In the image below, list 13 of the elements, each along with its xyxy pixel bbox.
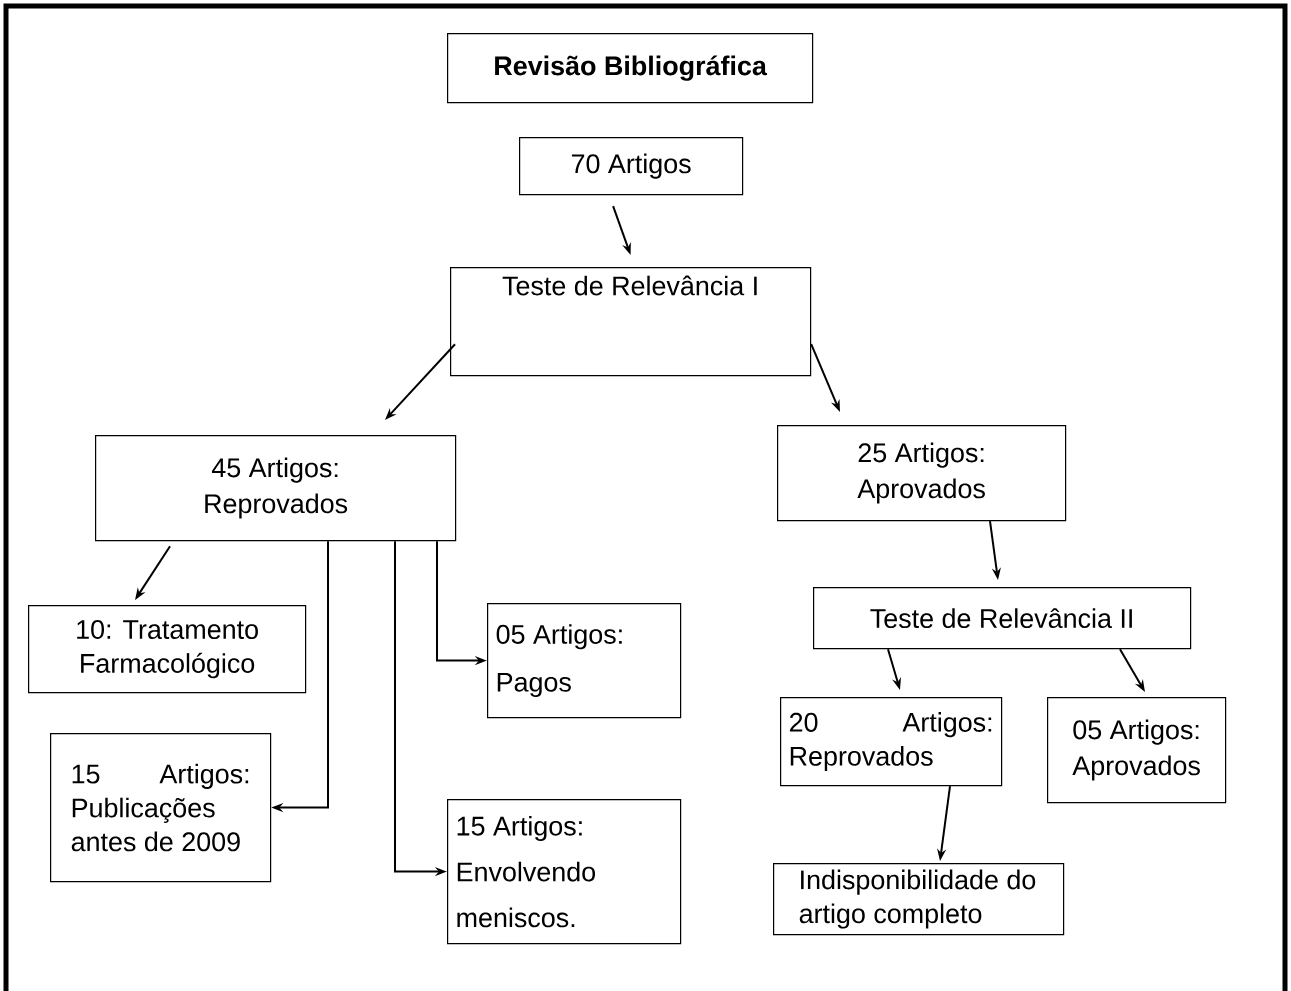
process-box: 45 Artigos: Reprovados bbox=[95, 435, 457, 542]
process-box: Teste de Relevância II bbox=[813, 587, 1192, 650]
process-box: 20 Artigos: Reprovados bbox=[780, 697, 1003, 787]
process-box: 15 Artigos: Envolvendo meniscos. bbox=[447, 799, 682, 945]
process-box: Teste de Relevância I bbox=[450, 267, 812, 377]
process-box: 10: Tratamento Farmacológico bbox=[28, 605, 307, 694]
process-box: 70 Artigos bbox=[519, 137, 744, 196]
title-box: Revisão Bibliográfica bbox=[447, 33, 814, 104]
process-box: Indisponibilidade do artigo completo bbox=[773, 863, 1065, 936]
process-box: 05 Artigos: Pagos bbox=[487, 603, 682, 719]
process-box: 15 Artigos: Publicações antes de 2009 bbox=[50, 733, 272, 883]
process-box: 25 Artigos: Aprovados bbox=[777, 425, 1067, 522]
process-box: 05 Artigos: Aprovados bbox=[1047, 697, 1227, 804]
